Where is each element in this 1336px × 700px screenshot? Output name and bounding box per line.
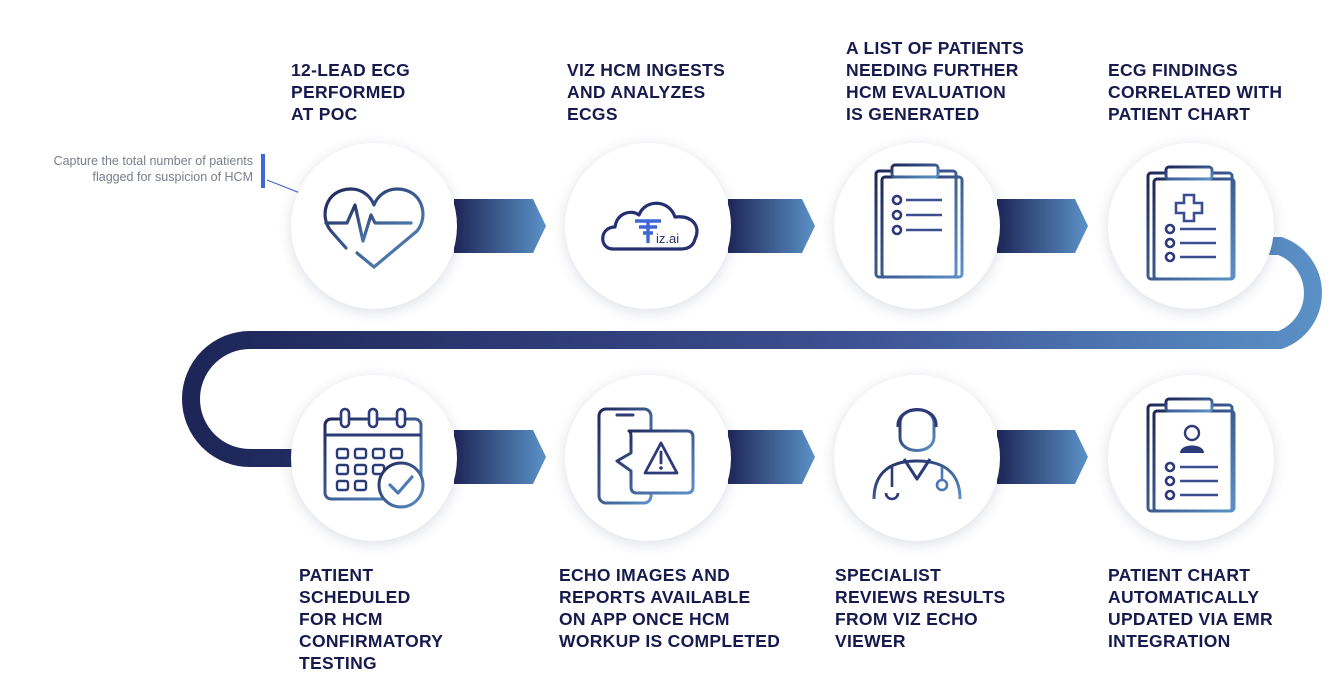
- step-6-line-4: VIEWER: [835, 631, 906, 651]
- step-6-line-2: REVIEWS RESULTS: [835, 587, 1006, 607]
- step-1-line-2: PERFORMED: [291, 82, 406, 102]
- step-label-3: A LIST OF PATIENTS NEEDING FURTHER HCM E…: [846, 37, 1024, 125]
- step-circle-5: [1108, 375, 1274, 541]
- step-circle-2: iz.ai: [565, 143, 731, 309]
- step-6-line-1: SPECIALIST: [835, 565, 942, 585]
- arrow-4: [454, 430, 546, 484]
- arrow-1: [454, 199, 546, 253]
- step-8-line-4: CONFIRMATORY: [299, 631, 444, 651]
- step-circle-8: [291, 375, 457, 541]
- step-7-line-4: WORKUP IS COMPLETED: [559, 631, 781, 651]
- step-8-line-1: PATIENT: [299, 565, 374, 585]
- step-circle-7: [565, 375, 731, 541]
- annotation-note: Capture the total number of patients fla…: [10, 153, 253, 185]
- step-7-line-3: ON APP ONCE HCM: [559, 609, 730, 629]
- annotation-leader: [266, 179, 301, 194]
- step-3-line-4: IS GENERATED: [846, 104, 980, 124]
- arrow-5: [728, 430, 815, 484]
- step-5-line-4: INTEGRATION: [1108, 631, 1231, 651]
- row-connector-path: [182, 237, 1322, 467]
- arrow-3: [997, 199, 1088, 253]
- step-6-line-3: FROM VIZ ECHO: [835, 609, 978, 629]
- step-label-5: PATIENT CHART AUTOMATICALLY UPDATED VIA …: [1108, 564, 1273, 652]
- step-8-line-5: TESTING: [299, 653, 377, 673]
- step-3-line-3: HCM EVALUATION: [846, 82, 1007, 102]
- step-2-line-1: VIZ HCM INGESTS: [567, 60, 726, 80]
- step-4-line-1: ECG FINDINGS: [1108, 60, 1238, 80]
- calendar-check-icon: [323, 407, 425, 509]
- step-8-line-3: FOR HCM: [299, 609, 383, 629]
- heart-pulse-icon: [323, 187, 425, 269]
- step-7-line-2: REPORTS AVAILABLE: [559, 587, 751, 607]
- step-label-7: ECHO IMAGES AND REPORTS AVAILABLE ON APP…: [559, 564, 780, 652]
- step-5-line-3: UPDATED VIA EMR: [1108, 609, 1273, 629]
- step-circle-6: [834, 375, 1000, 541]
- annotation-line-1: Capture the total number of patients: [53, 154, 253, 168]
- phone-alert-icon: [597, 407, 695, 505]
- step-label-1: 12-LEAD ECG PERFORMED AT POC: [291, 59, 410, 125]
- step-5-line-1: PATIENT CHART: [1108, 565, 1251, 585]
- step-1-line-1: 12-LEAD ECG: [291, 60, 411, 80]
- clipboard-medical-icon: [1146, 165, 1236, 281]
- step-circle-3: [834, 143, 1000, 309]
- step-1-line-3: AT POC: [291, 104, 358, 124]
- step-circle-1: [291, 143, 457, 309]
- clipboard-list-icon: [874, 163, 964, 279]
- step-8-line-2: SCHEDULED: [299, 587, 411, 607]
- arrow-2: [728, 199, 815, 253]
- annotation-bar: [261, 154, 265, 188]
- step-label-6: SPECIALIST REVIEWS RESULTS FROM VIZ ECHO…: [835, 564, 1005, 652]
- step-7-line-1: ECHO IMAGES AND: [559, 565, 731, 585]
- arrow-6: [997, 430, 1088, 484]
- step-5-line-2: AUTOMATICALLY: [1108, 587, 1260, 607]
- step-label-8: PATIENT SCHEDULED FOR HCM CONFIRMATORY T…: [299, 564, 443, 674]
- step-3-line-1: A LIST OF PATIENTS: [846, 38, 1025, 58]
- step-2-line-2: AND ANALYZES: [567, 82, 706, 102]
- step-2-line-3: ECGS: [567, 104, 618, 124]
- step-circle-4: [1108, 143, 1274, 309]
- clipboard-patient-icon: [1146, 397, 1236, 513]
- step-3-line-2: NEEDING FURTHER: [846, 60, 1019, 80]
- step-4-line-3: PATIENT CHART: [1108, 104, 1251, 124]
- step-4-line-2: CORRELATED WITH: [1108, 82, 1283, 102]
- step-label-4: ECG FINDINGS CORRELATED WITH PATIENT CHA…: [1108, 59, 1282, 125]
- step-label-2: VIZ HCM INGESTS AND ANALYZES ECGS: [567, 59, 725, 125]
- doctor-icon: [872, 408, 962, 501]
- vizai-logo-text: iz.ai: [656, 231, 679, 246]
- vizai-cloud-icon: iz.ai: [601, 201, 699, 251]
- annotation-line-2: flagged for suspicion of HCM: [92, 170, 254, 184]
